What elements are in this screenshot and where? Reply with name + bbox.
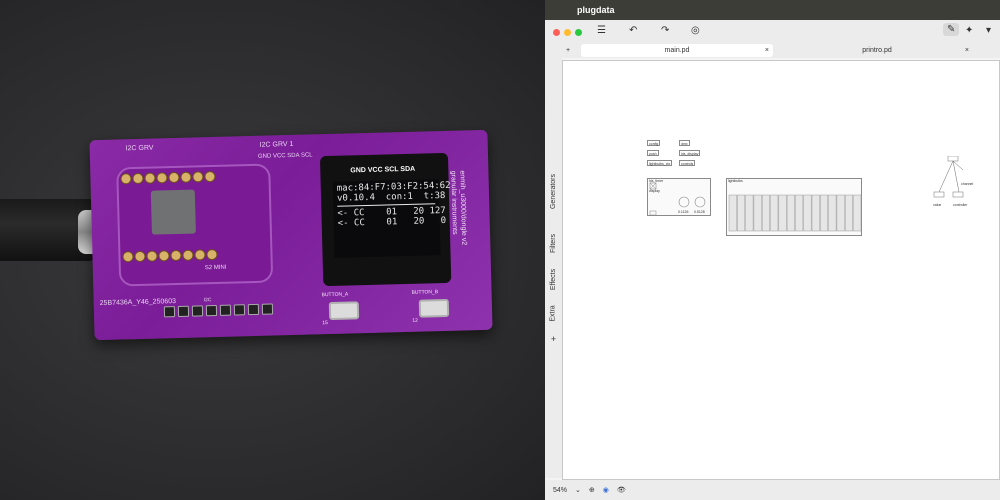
i2c-pin-label: GND VCC SDA SCL [257, 152, 313, 160]
oled-line: v0.10.4 con:1 t:38 [336, 190, 446, 204]
microcontroller-chip [150, 189, 196, 235]
pd-object[interactable]: dmx [679, 140, 690, 146]
close-icon[interactable]: × [764, 47, 769, 54]
board-name: enmih_u3000/dongle v2 [458, 170, 468, 246]
controller-label[interactable]: controller [953, 203, 968, 207]
button-b-label: BUTTON_B [411, 289, 439, 296]
gop-title: lightbulbs [728, 179, 743, 183]
header-label: I2C [203, 297, 212, 304]
pin-header [163, 303, 274, 318]
button-a [328, 301, 360, 321]
value-label[interactable]: value [933, 203, 942, 207]
minimize-window-button[interactable] [564, 29, 571, 36]
sidebar-item-extra[interactable]: Extra [550, 305, 557, 322]
sidebar-item-generators[interactable]: Generators [550, 173, 557, 210]
gop-widgets [649, 182, 706, 216]
grid-snap-icon[interactable]: ⊕ [588, 487, 595, 494]
tab-bar: + main.pd × printro.pd × [545, 44, 1000, 58]
menu-bar: plugdata [545, 0, 1000, 20]
patch-cords [933, 156, 964, 198]
sidebar-item-filters[interactable]: Filters [550, 233, 557, 254]
edit-mode-icon[interactable]: ✎ [943, 23, 960, 36]
sidebar-item-effects[interactable]: Effects [550, 268, 557, 291]
pd-object[interactable]: lds_display [679, 150, 701, 156]
button-b-pin: 12 [412, 317, 418, 324]
channel-label[interactable]: channel [961, 182, 974, 186]
new-tab-button[interactable]: + [565, 47, 571, 54]
hardware-photo: I2C GRV I2C GRV 1 GND VCC SDA SCL S2 MIN… [0, 0, 545, 500]
pd-object[interactable]: config [647, 140, 661, 146]
menu-icon[interactable]: ☰ [597, 25, 606, 36]
sidebar-add-button[interactable]: + [550, 334, 557, 344]
visibility-icon[interactable]: 👁 [616, 487, 626, 494]
button-a-pin: 15 [322, 320, 328, 327]
number-box[interactable]: 0.1126 [678, 210, 689, 214]
i2c-label-2: I2C GRV 1 [259, 140, 294, 149]
module-label: S2 MINI [204, 264, 227, 272]
maximize-window-button[interactable] [575, 29, 582, 36]
close-window-button[interactable] [553, 29, 560, 36]
gop-lds-timer[interactable]: lds_timer display 0.1126 0.5128 [647, 178, 711, 216]
slider-bank[interactable] [727, 179, 863, 237]
undo-icon[interactable]: ↶ [629, 25, 638, 36]
pcb-board: I2C GRV I2C GRV 1 GND VCC SDA SCL S2 MIN… [89, 129, 493, 341]
pd-object[interactable]: lightbulbs_ctx [647, 160, 673, 166]
zoom-level[interactable]: 54% [553, 486, 568, 494]
status-bar: 54% ⌄ ⊕ ◉ 👁 [545, 480, 1000, 500]
close-icon[interactable]: × [964, 47, 969, 54]
gop-title: display [649, 189, 660, 193]
gop-title: lds_timer [649, 179, 664, 183]
tab-printro[interactable]: printro.pd × [781, 44, 973, 57]
board-maker: granular instruments [449, 170, 459, 235]
tab-main[interactable]: main.pd × [581, 44, 773, 57]
pd-object[interactable]: controls [679, 160, 696, 166]
pd-object[interactable]: push [647, 150, 659, 156]
sidebar: Generators Filters Effects Extra + [545, 58, 562, 478]
run-mode-icon[interactable]: ✦ [965, 25, 974, 36]
patch-canvas[interactable]: config dmx push lds_display lightbulbs_c… [562, 60, 1000, 480]
plugdata-window: plugdata ☰ ↶ ↷ ◎ ✎ ✦ ▾ + main.pd × print… [545, 0, 1000, 500]
redo-icon[interactable]: ↷ [661, 25, 670, 36]
presentation-icon[interactable]: ▾ [986, 25, 992, 36]
tab-label: printro.pd [862, 47, 892, 54]
title-bar: ☰ ↶ ↷ ◎ ✎ ✦ ▾ [545, 20, 1000, 45]
button-a-label: BUTTON_A [321, 291, 349, 299]
i2c-label-1: I2C GRV [125, 144, 154, 153]
app-name[interactable]: plugdata [577, 5, 615, 15]
gop-lightbulbs[interactable]: lightbulbs [726, 178, 862, 236]
oled-screen: mac:84:F7:03:F2:54:62 v0.10.4 con:1 t:38… [332, 179, 451, 258]
tab-label: main.pd [664, 47, 690, 54]
button-b [418, 298, 450, 318]
oled-line: <- CC 01 20 0 [337, 215, 447, 229]
connection-style-icon[interactable]: ◉ [602, 487, 609, 494]
number-box[interactable]: 0.5128 [694, 210, 705, 214]
chevron-down-icon[interactable]: ⌄ [575, 487, 581, 494]
add-object-icon[interactable]: ◎ [691, 25, 700, 36]
